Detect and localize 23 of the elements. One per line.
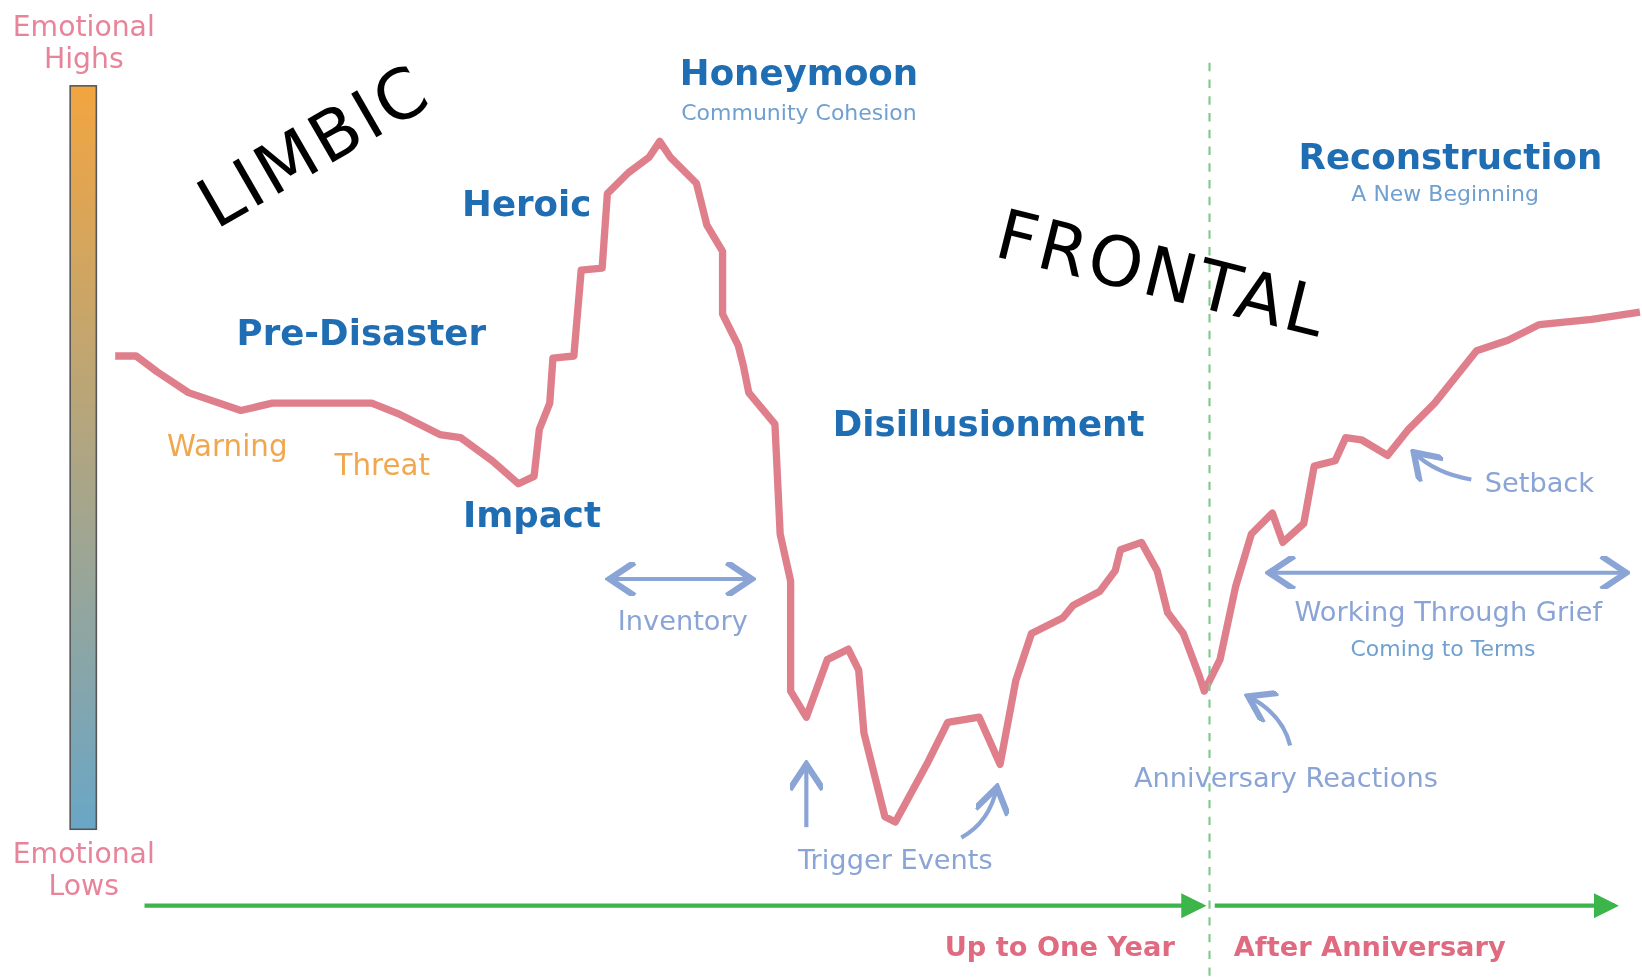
phase-subtitle: Community Cohesion	[681, 100, 917, 126]
phase-subtitle: A New Beginning	[1351, 181, 1539, 207]
span-label: Inventory	[617, 606, 748, 638]
scale-label: Emotional Highs	[11, 9, 156, 75]
phase-heading: Pre-Disaster	[236, 312, 486, 354]
phase-heading: Reconstruction	[1298, 136, 1603, 178]
span-label: Working Through Grief	[1294, 596, 1602, 629]
phase-heading: Impact	[462, 494, 601, 536]
timeline-label: Up to One Year	[944, 931, 1175, 964]
leader-arrow	[1410, 449, 1472, 485]
stage-label: Threat	[334, 449, 430, 483]
leader-arrow	[1245, 690, 1293, 747]
annotation-label: Anniversary Reactions	[1133, 763, 1438, 795]
span-subtitle: Coming to Terms	[1350, 636, 1536, 662]
annotation-label: Trigger Events	[798, 845, 993, 877]
stage-label: Warning	[166, 430, 288, 464]
phase-heading: Honeymoon	[679, 52, 919, 94]
annotation-label: Setback	[1484, 468, 1595, 500]
phase-heading: Disillusionment	[832, 403, 1145, 445]
phase-heading: Heroic	[462, 183, 592, 225]
timeline-label: After Anniversary	[1233, 931, 1506, 964]
leader-arrow	[960, 784, 1011, 840]
scale-label: Emotional Lows	[11, 836, 156, 902]
